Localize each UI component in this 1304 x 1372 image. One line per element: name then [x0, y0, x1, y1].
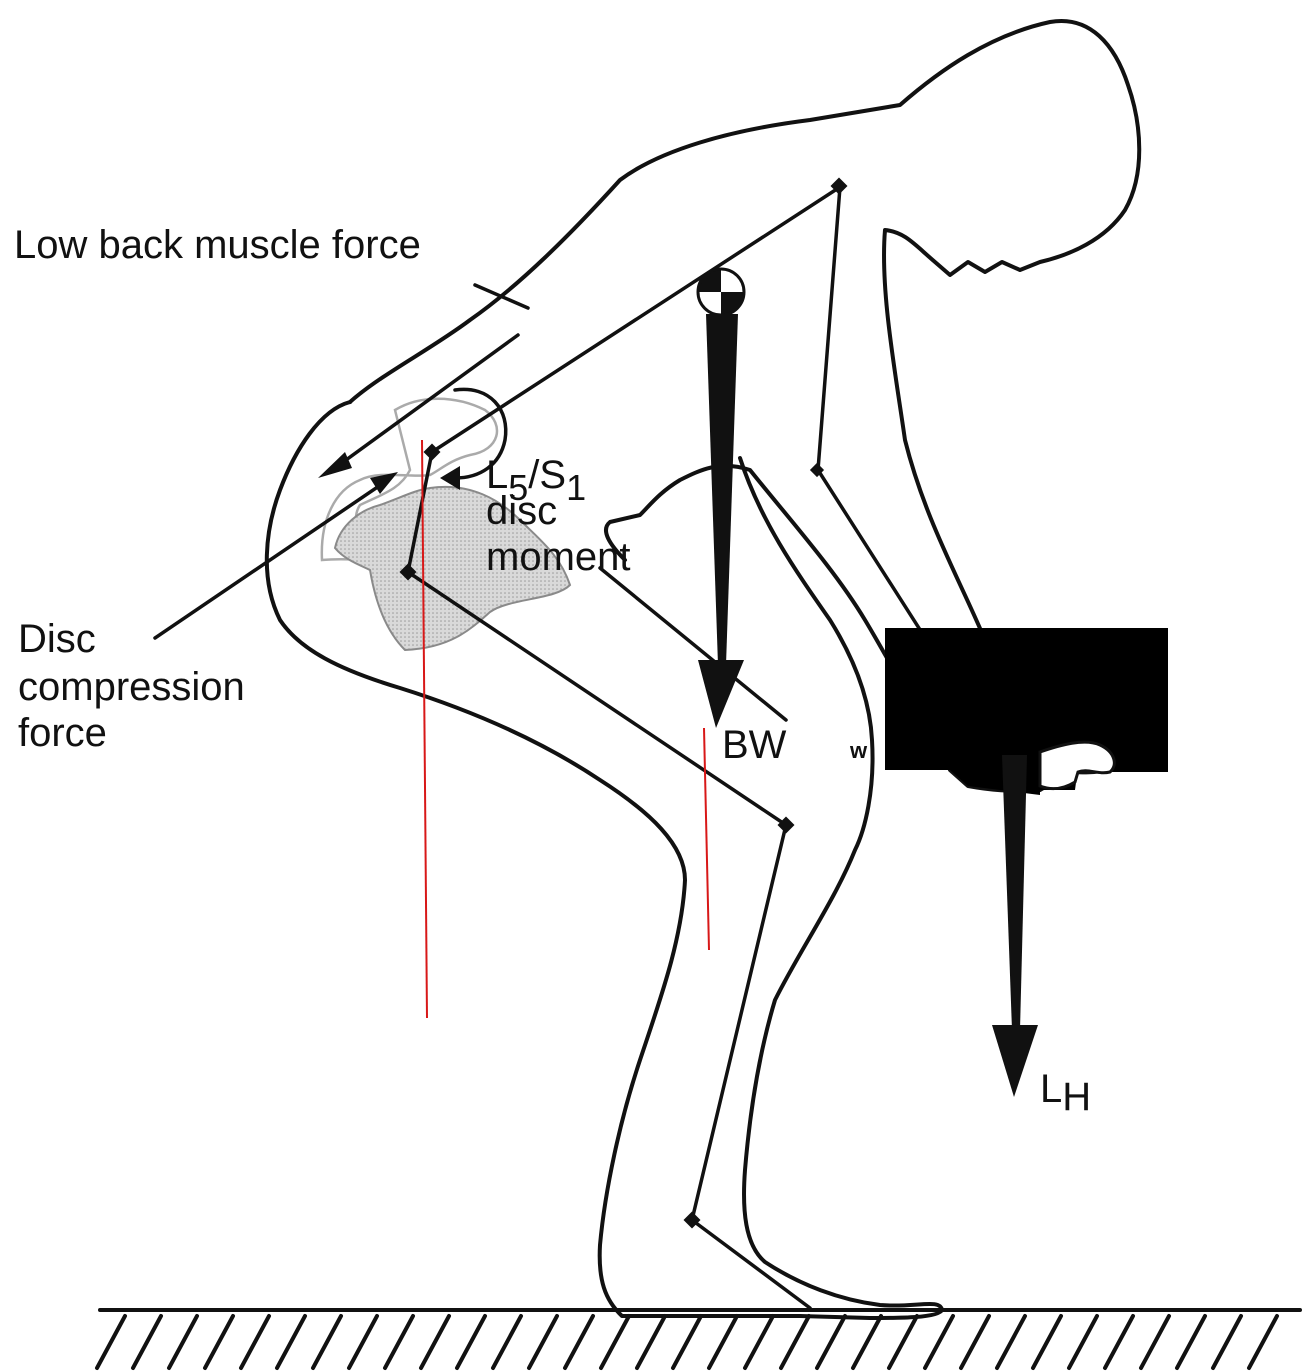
ground-hatch-stroke	[961, 1316, 989, 1368]
disc-label: disc	[486, 489, 557, 533]
ground-hatch-stroke	[637, 1316, 665, 1368]
ground-hatch-stroke	[349, 1316, 377, 1368]
ground-hatch-stroke	[1213, 1316, 1241, 1368]
disc-compression-force-label: Disc compression force	[18, 617, 245, 755]
bw-label: BW	[722, 723, 787, 767]
disc-compression-line2: compression	[18, 665, 245, 709]
ground-hatch-stroke	[385, 1316, 413, 1368]
disc-compression-line3: force	[18, 711, 107, 755]
foot-link	[692, 1220, 810, 1308]
ground-hatch-stroke	[97, 1316, 125, 1368]
shank-link	[692, 825, 786, 1220]
ground-hatch-stroke	[1033, 1316, 1061, 1368]
ground-hatch-stroke	[1249, 1316, 1277, 1368]
ground-hatch-stroke	[493, 1316, 521, 1368]
ground-hatch-stroke	[601, 1316, 629, 1368]
muscle-force-arrowhead	[318, 452, 352, 478]
center-of-mass-icon	[698, 269, 744, 315]
ground-hatch-stroke	[205, 1316, 233, 1368]
l5s1-sub-1: 1	[566, 467, 586, 508]
w-small-label: w	[849, 738, 868, 763]
ground-hatch-stroke	[457, 1316, 485, 1368]
ground-hatch-stroke	[997, 1316, 1025, 1368]
ground-hatch-stroke	[133, 1316, 161, 1368]
ground-hatch-stroke	[241, 1316, 269, 1368]
ground-hatch-stroke	[925, 1316, 953, 1368]
ground-hatch-stroke	[169, 1316, 197, 1368]
ground-hatch-stroke	[1141, 1316, 1169, 1368]
red-line-knee	[704, 728, 709, 950]
low-back-muscle-force-label: Low back muscle force	[14, 223, 421, 267]
ground-hatch-stroke	[565, 1316, 593, 1368]
lh-L: L	[1040, 1067, 1062, 1111]
hand-load-arrow	[992, 755, 1038, 1097]
ground-hatch-stroke	[277, 1316, 305, 1368]
joint-markers	[400, 178, 848, 1229]
ground-hatch-stroke	[673, 1316, 701, 1368]
ground-hatch-stroke	[1177, 1316, 1205, 1368]
ground-hatch-stroke	[889, 1316, 917, 1368]
ground-hatch-stroke	[853, 1316, 881, 1368]
disc-compression-line1: Disc	[18, 617, 96, 661]
ground-hatch-stroke	[781, 1316, 809, 1368]
thigh-link	[408, 572, 786, 825]
muscle-label-leader	[475, 285, 528, 308]
moment-label: moment	[486, 535, 631, 579]
ground-hatch-stroke	[313, 1316, 341, 1368]
lh-label: LH	[1040, 1067, 1091, 1119]
hand-outline	[1040, 742, 1114, 789]
ground-hatch-stroke	[529, 1316, 557, 1368]
trunk-link	[432, 187, 840, 452]
upper-arm-link	[818, 187, 840, 470]
ground-hatch-stroke	[421, 1316, 449, 1368]
l5s1-disc-moment-label: L5/S1 disc moment	[486, 453, 631, 579]
ground-hatch-stroke	[709, 1316, 737, 1368]
ground-hatch-stroke	[817, 1316, 845, 1368]
lh-sub-H: H	[1062, 1075, 1091, 1119]
ground	[97, 1310, 1300, 1368]
ground-hatch-stroke	[745, 1316, 773, 1368]
ground-hatch-stroke	[1069, 1316, 1097, 1368]
lower-trunk-link	[600, 568, 786, 720]
ground-hatch-stroke	[1105, 1316, 1133, 1368]
ground-hatching	[97, 1316, 1277, 1368]
muscle-force-line	[335, 335, 518, 468]
body-weight-arrow	[698, 314, 744, 728]
